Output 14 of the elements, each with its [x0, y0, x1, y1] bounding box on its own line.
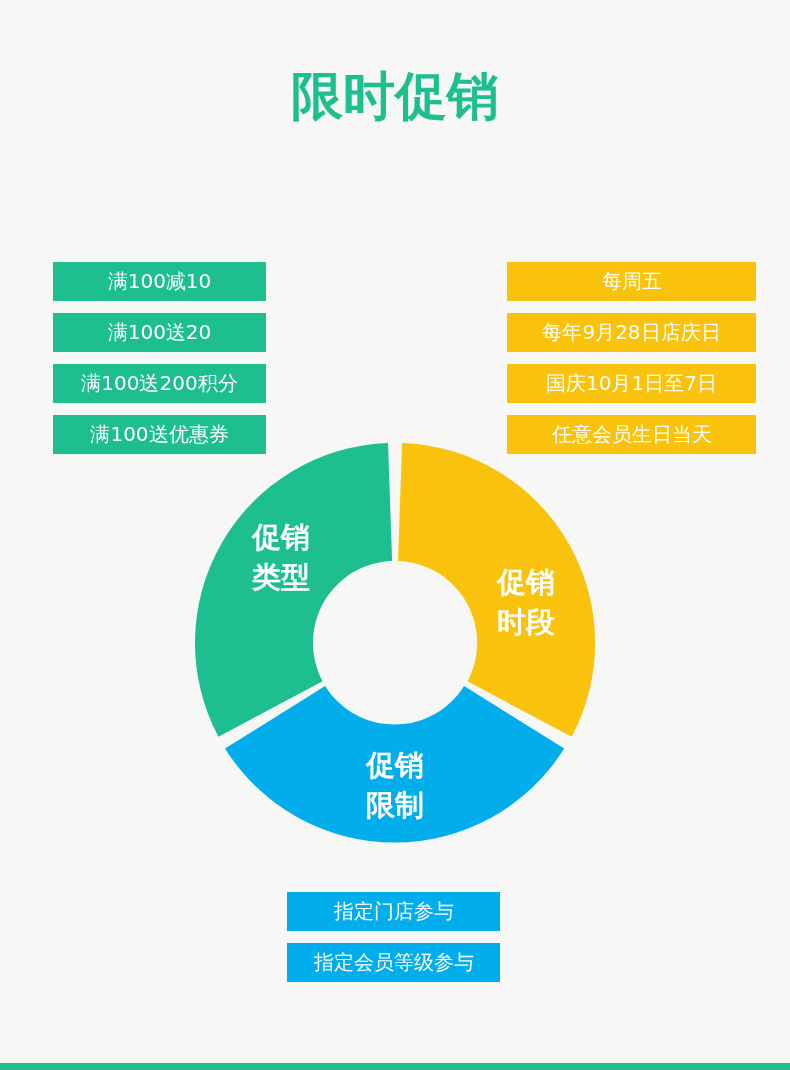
segment-label: 促销时段 [495, 564, 556, 641]
option-tag: 任意会员生日当天 [507, 415, 756, 454]
option-tag: 每年9月28日店庆日 [507, 313, 756, 352]
option-tag: 满100减10 [53, 262, 266, 301]
option-tag: 指定门店参与 [287, 892, 500, 931]
title: 限时促销 [290, 65, 500, 128]
option-tag: 国庆10月1日至7日 [507, 364, 756, 403]
segment-label: 促销限制 [364, 747, 425, 824]
option-tag: 满100送200积分 [53, 364, 266, 403]
option-tag: 满100送优惠券 [53, 415, 266, 454]
option-tag: 指定会员等级参与 [287, 943, 500, 982]
option-tag: 每周五 [507, 262, 756, 301]
segment-label: 促销类型 [250, 519, 311, 596]
option-tag: 满100送20 [53, 313, 266, 352]
